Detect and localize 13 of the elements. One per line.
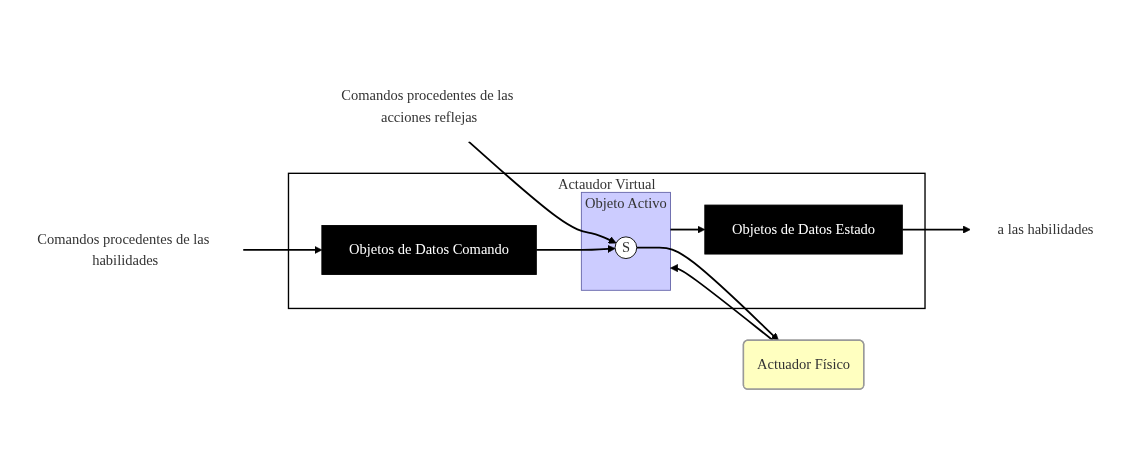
node-box: Objetos de Datos Comando bbox=[321, 225, 537, 275]
arrow bbox=[242, 245, 323, 254]
node-box: Objetos de Datos Estado bbox=[704, 204, 903, 255]
arrow bbox=[669, 225, 706, 234]
arrow bbox=[535, 244, 616, 253]
arrow bbox=[467, 140, 617, 244]
node-circle: S bbox=[614, 236, 638, 259]
arrow bbox=[670, 264, 774, 342]
node-text: Comandos procedentes de las acciones reflejas bbox=[341, 87, 514, 125]
arrow bbox=[901, 225, 971, 234]
node-text: Comandos procedentes de las habilidades bbox=[37, 230, 210, 269]
arrow bbox=[635, 246, 779, 341]
node-text: a las habilidades bbox=[997, 221, 1094, 237]
